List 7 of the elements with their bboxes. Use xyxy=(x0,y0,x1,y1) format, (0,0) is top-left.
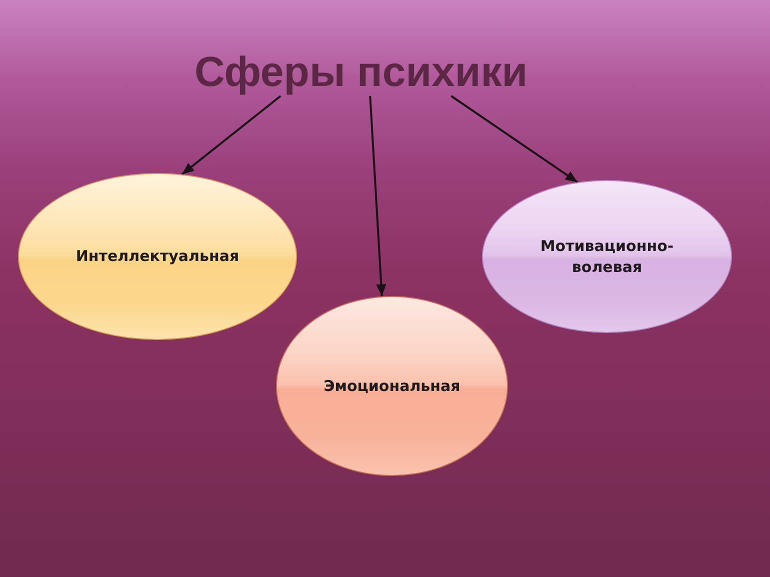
node-label: Интеллектуальная xyxy=(76,246,240,267)
arrow xyxy=(450,95,578,184)
node-label: Мотивационно- волевая xyxy=(539,236,675,278)
arrow xyxy=(369,96,386,296)
heading: Сферы психики xyxy=(194,48,528,96)
node-label: Эмоциональная xyxy=(324,376,460,396)
arrow xyxy=(181,95,282,176)
